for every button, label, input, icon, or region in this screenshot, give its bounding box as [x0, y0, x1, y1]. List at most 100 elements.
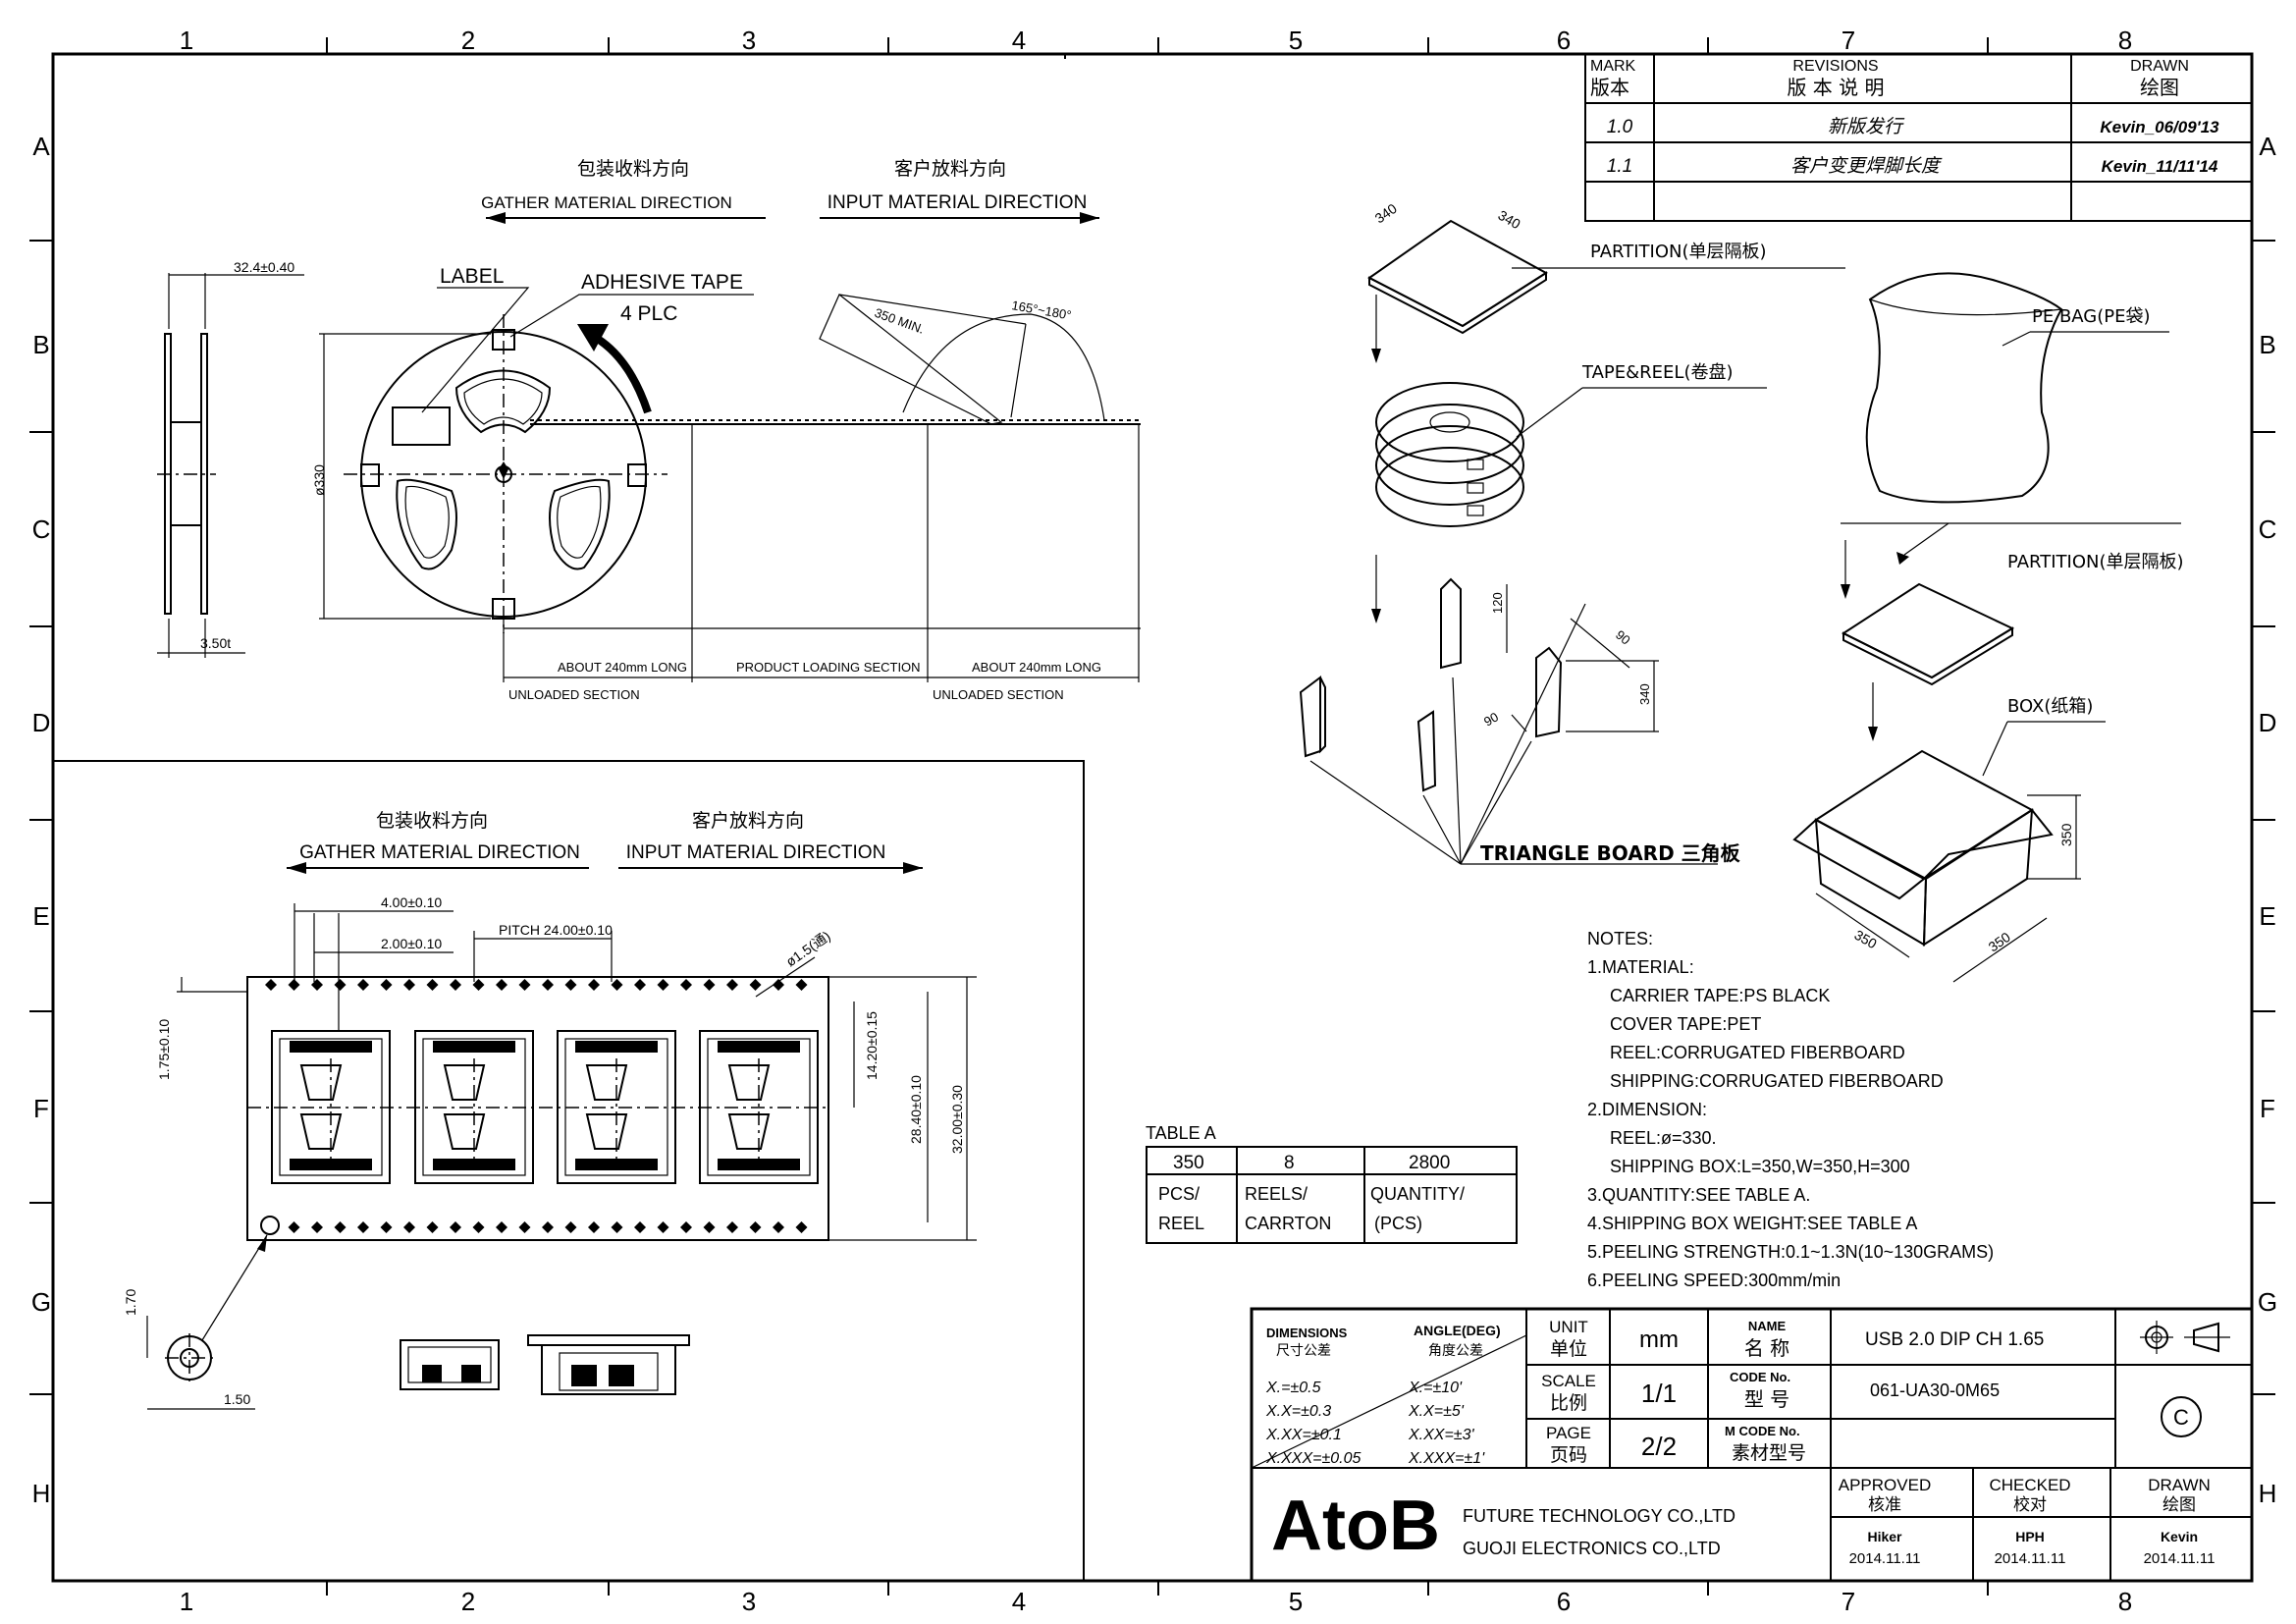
ruler-col-1: 1: [180, 26, 193, 55]
tb-approved-cn: 核准: [1868, 1495, 1901, 1515]
tb-name-value: USB 2.0 DIP CH 1.65: [1865, 1329, 2044, 1350]
reel-gather-cn: 包装收料方向: [577, 158, 689, 180]
tb-ang-3: X.XX=±3': [1408, 1427, 1474, 1443]
sprocket-hole: [311, 1221, 323, 1233]
sprocket-hole: [634, 979, 646, 991]
sprocket-hole: [380, 979, 393, 991]
sprocket-hole: [588, 1221, 600, 1233]
tape-pocket: [414, 1030, 534, 1184]
tb-page-en: PAGE: [1546, 1424, 1591, 1442]
tape-gather-en: GATHER MATERIAL DIRECTION: [299, 842, 580, 863]
box-label: BOX(纸箱): [2007, 696, 2093, 717]
table-a-label-2a: REELS/: [1245, 1184, 1308, 1204]
tb-approved-en: APPROVED: [1839, 1476, 1931, 1494]
dim-28-40: 28.40±0.10: [908, 1075, 924, 1144]
triangle-boards: [1299, 577, 1563, 792]
unloaded-section-1: UNLOADED SECTION: [508, 687, 640, 702]
label-text: LABEL: [440, 265, 504, 288]
adhesive-tape-text: ADHESIVE TAPE: [581, 271, 743, 294]
sprocket-hole: [334, 979, 347, 991]
rev-row-2-desc: 客户变更焊脚长度: [1790, 155, 1943, 177]
dim-32-00: 32.00±0.30: [949, 1085, 965, 1154]
tb-checked-en: CHECKED: [1989, 1476, 2070, 1494]
sprocket-hole: [496, 979, 507, 991]
tb-mcode-en: M CODE No.: [1725, 1424, 1800, 1438]
sprocket-hole: [403, 1221, 415, 1233]
tb-angle-en: ANGLE(DEG): [1414, 1323, 1501, 1338]
rev-row-1-drawn: Kevin_06/09'13: [2100, 118, 2219, 136]
ruler-col-7-bottom: 7: [1842, 1587, 1855, 1616]
table-a-label-2b: CARRTON: [1245, 1214, 1331, 1233]
tb-page-cn: 页码: [1550, 1444, 1587, 1466]
sprocket-hole: [426, 979, 439, 991]
sprocket-hole: [542, 1221, 554, 1233]
ruler-bottom: 1 2 3 4 5 6 7 8: [180, 1581, 2132, 1616]
reel-window-top: [454, 369, 552, 434]
dim-hole: ø1.5(通): [783, 928, 833, 970]
dim-tri-120: 120: [1490, 592, 1505, 614]
tb-page-value: 2/2: [1641, 1432, 1677, 1461]
reel-front-view: [344, 314, 667, 633]
table-a-pcs: 350: [1173, 1153, 1204, 1173]
reel-side-view: 32.4±0.40 3.50t: [157, 259, 304, 658]
tb-approved-by: Hiker: [1867, 1529, 1902, 1544]
sprocket-hole: [518, 979, 531, 991]
ruler-row-g-right: G: [2258, 1287, 2277, 1317]
ruler-left: A B C D E F G H: [29, 132, 53, 1508]
rev-drawn-cn: 绘图: [2140, 76, 2179, 99]
sprocket-hole: [773, 979, 784, 991]
rev-drawn-en: DRAWN: [2130, 58, 2189, 75]
tb-scale-cn: 比例: [1550, 1392, 1587, 1414]
table-a-title: TABLE A: [1146, 1123, 1216, 1143]
tb-dims-en: DIMENSIONS: [1266, 1326, 1348, 1340]
shipping-box: [1792, 749, 2054, 947]
connector-thumb-1: [400, 1339, 500, 1390]
ruler-row-h: H: [32, 1479, 51, 1508]
ruler-col-7: 7: [1842, 26, 1855, 55]
note-line-1: 1.MATERIAL:: [1587, 957, 1694, 977]
table-a-qty: 2800: [1409, 1153, 1450, 1173]
note-line-7: REEL:ø=330.: [1610, 1128, 1717, 1148]
note-line-11: 5.PEELING STRENGTH:0.1~1.3N(10~130GRAMS): [1587, 1242, 1994, 1262]
partition-label-1: PARTITION(单层隔板): [1590, 242, 1767, 262]
rotation-arrow: [587, 330, 652, 414]
reel-view: 包装收料方向 GATHER MATERIAL DIRECTION 客户放料方向 …: [157, 158, 1141, 702]
company-line-1: FUTURE TECHNOLOGY CO.,LTD: [1463, 1506, 1735, 1526]
sprocket-hole: [588, 979, 600, 991]
ruler-row-a: A: [32, 132, 50, 161]
rev-mark-cn: 版本: [1590, 76, 1629, 99]
tb-code-en: CODE No.: [1730, 1370, 1790, 1384]
dim-box-h: 350: [2058, 823, 2074, 846]
tb-unit-cn: 单位: [1550, 1338, 1587, 1360]
dim-partition-340b: 340: [1496, 207, 1523, 233]
sprocket-hole: [450, 1221, 461, 1233]
sprocket-hole: [518, 1221, 531, 1233]
note-line-3: COVER TAPE:PET: [1610, 1014, 1761, 1034]
dim-reel-thickness: 3.50t: [200, 635, 231, 651]
sprocket-hole: [357, 979, 369, 991]
tb-tol-4: X.XXX=±0.05: [1265, 1450, 1362, 1467]
reel-input-en: INPUT MATERIAL DIRECTION: [828, 192, 1088, 213]
ruler-row-e-right: E: [2259, 901, 2275, 931]
tb-checked-cn: 校对: [2013, 1495, 2047, 1515]
tape-pocket: [557, 1030, 676, 1184]
sprocket-hole: [703, 979, 716, 991]
ruler-row-f-right: F: [2260, 1094, 2275, 1123]
sprocket-hole: [380, 1221, 393, 1233]
sprocket-hole: [496, 1221, 507, 1233]
ruler-row-b: B: [32, 330, 49, 359]
table-a-reels: 8: [1284, 1153, 1295, 1173]
dim-1-75: 1.75±0.10: [156, 1019, 172, 1080]
tape-pocket: [699, 1030, 819, 1184]
dim-tri-90a: 90: [1613, 627, 1633, 648]
note-line-9: 3.QUANTITY:SEE TABLE A.: [1587, 1185, 1810, 1205]
ruler-col-3: 3: [742, 26, 756, 55]
reel-label-box: [392, 406, 451, 446]
product-loading-section: PRODUCT LOADING SECTION: [736, 660, 921, 675]
ruler-col-3-bottom: 3: [742, 1587, 756, 1616]
sprocket-hole: [657, 1221, 669, 1233]
sprocket-hole: [795, 979, 808, 991]
atob-logo: AtoB: [1271, 1487, 1440, 1565]
reel-input-cn: 客户放料方向: [894, 158, 1006, 180]
